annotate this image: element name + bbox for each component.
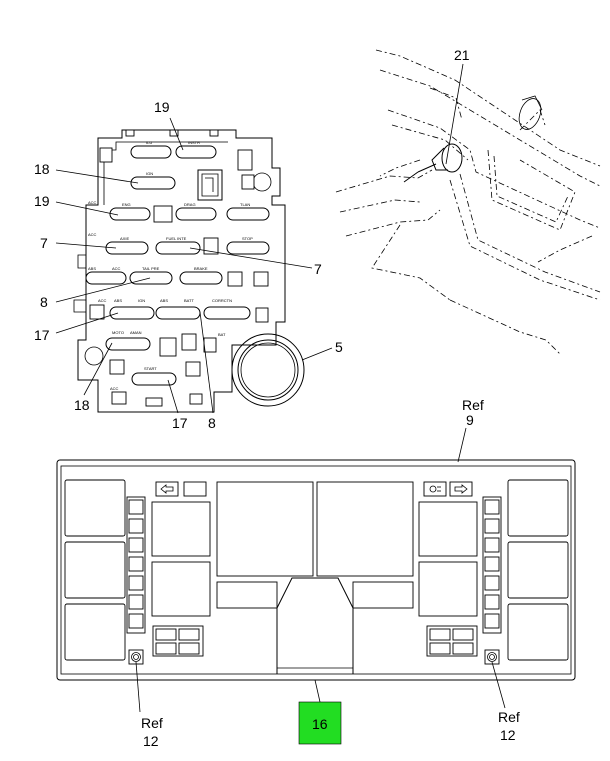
fuse-label-ign: IGN bbox=[146, 171, 153, 176]
fuse-label-corrctn: CORRCTN bbox=[212, 298, 232, 303]
callout-7-right: 7 bbox=[314, 261, 322, 277]
callout-21: 21 bbox=[454, 47, 470, 63]
ref-12-left-number: 12 bbox=[143, 733, 159, 749]
fuse-label-bat: BAT bbox=[218, 332, 226, 337]
dash-perspective-view bbox=[335, 49, 601, 355]
fuse-label-moto: MOTO bbox=[112, 330, 124, 335]
ref-12-right-label: Ref bbox=[498, 709, 520, 725]
fuse-label-drag: DRAG bbox=[184, 202, 196, 207]
fuse-label-acc-4: ACC bbox=[98, 298, 107, 303]
fuse-panel: ILU INSTR IGN ACC ENG DRAG TLAN ACC AXIE… bbox=[73, 129, 286, 413]
callout-19-top: 19 bbox=[154, 99, 170, 115]
fuse-label-eng: ENG bbox=[122, 202, 131, 207]
round-socket bbox=[231, 333, 305, 407]
cluster-callout-leaders bbox=[135, 427, 506, 713]
callout-16: 16 bbox=[312, 716, 328, 732]
instrument-cluster bbox=[56, 459, 576, 681]
fuse-label-instr: INSTR bbox=[188, 140, 200, 145]
fuse-label-aman: AMAN bbox=[130, 330, 142, 335]
fuse-label-abs-3: ABS bbox=[160, 298, 168, 303]
ref-12-left-label: Ref bbox=[141, 715, 163, 731]
highlight-callout-box[interactable] bbox=[298, 701, 342, 745]
fuse-label-acc-2: ACC bbox=[88, 232, 97, 237]
callout-18-bottom: 18 bbox=[74, 397, 90, 413]
callout-17-bottom: 17 bbox=[172, 415, 188, 431]
fuse-label-fuel-inte: FUEL INTE bbox=[166, 236, 187, 241]
fuse-label-ign-2: IGN bbox=[138, 298, 145, 303]
fuse-callout-leaders bbox=[55, 117, 333, 414]
fuse-label-tlan: TLAN bbox=[240, 202, 250, 207]
fuse-label-brake: BRAKE bbox=[194, 266, 208, 271]
callout-19-left: 19 bbox=[34, 193, 50, 209]
fuse-label-batt: BATT bbox=[184, 298, 194, 303]
fuse-label-stop: STOP bbox=[242, 236, 253, 241]
fuse-label-start: START bbox=[144, 366, 157, 371]
fuse-label-ilu: ILU bbox=[146, 140, 152, 145]
ref-9-number: 9 bbox=[466, 412, 474, 428]
callout-18-top: 18 bbox=[34, 161, 50, 177]
ref-12-right-number: 12 bbox=[500, 727, 516, 743]
callout-5: 5 bbox=[335, 339, 343, 355]
fuse-label-tail-pre: TAIL PRE bbox=[142, 266, 160, 271]
fuse-label-acc-1: ACC bbox=[88, 200, 97, 205]
fuse-label-acc-5: ACC bbox=[110, 386, 119, 391]
callout-17-left: 17 bbox=[34, 327, 50, 343]
callout-8-bottom: 8 bbox=[208, 415, 216, 431]
fuse-label-abs-1: ABS bbox=[88, 266, 96, 271]
ref-9-label: Ref bbox=[462, 397, 484, 413]
fuse-label-axie: AXIE bbox=[120, 236, 129, 241]
fuse-label-acc-3: ACC bbox=[112, 266, 121, 271]
callout-7-left: 7 bbox=[40, 235, 48, 251]
callout-8-left: 8 bbox=[40, 294, 48, 310]
fuse-label-abs-2: ABS bbox=[114, 298, 122, 303]
